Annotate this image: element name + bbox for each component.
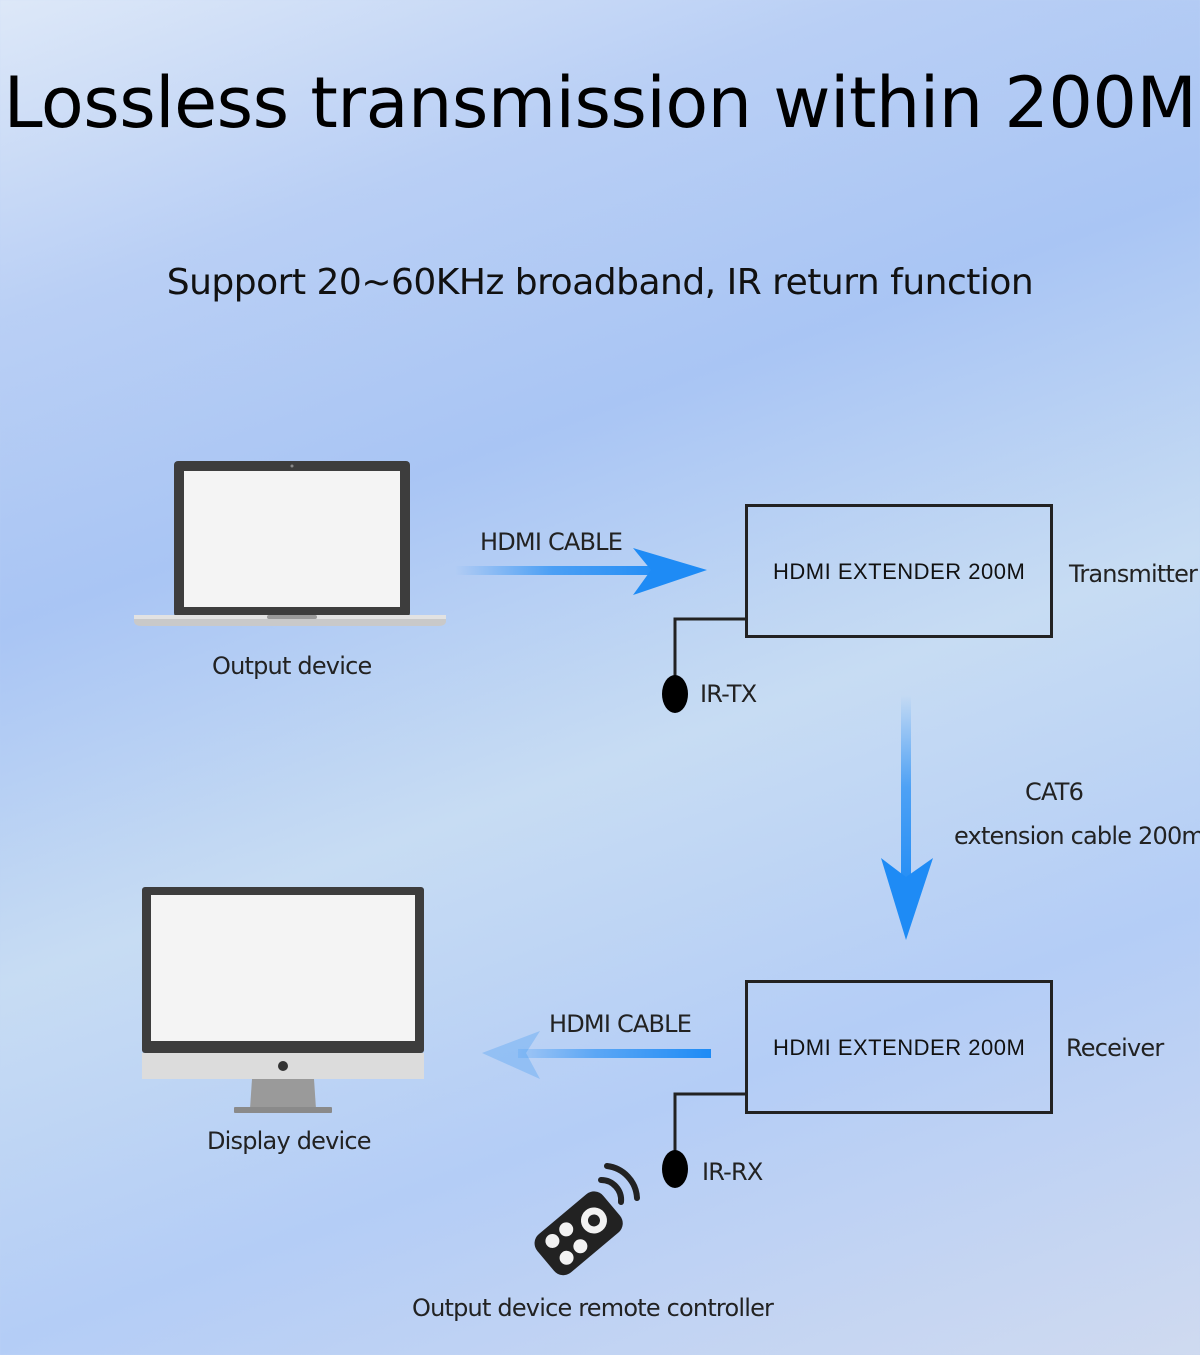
laptop-icon	[134, 461, 446, 626]
cat6-extension-label: extension cable 200m	[954, 822, 1200, 850]
cat6-cable-arrow-down	[881, 695, 933, 940]
page-title: Lossless transmission within 200M	[3, 62, 1197, 144]
ir-rx-label: IR-RX	[702, 1158, 763, 1186]
transmitter-role-label: Transmitter	[1069, 560, 1198, 588]
hdmi-cable-bottom-label: HDMI CABLE	[549, 1010, 692, 1038]
transmitter-box: HDMI EXTENDER 200M	[745, 504, 1053, 638]
hdmi-cable-arrow-right	[455, 548, 707, 595]
receiver-box: HDMI EXTENDER 200M	[745, 980, 1053, 1114]
page-subtitle: Support 20~60KHz broadband, IR return fu…	[166, 262, 1034, 303]
receiver-role-label: Receiver	[1066, 1034, 1164, 1062]
output-device-label: Output device	[212, 652, 372, 680]
ir-tx-label: IR-TX	[700, 680, 757, 708]
remote-controller-label: Output device remote controller	[412, 1294, 774, 1322]
receiver-box-text: HDMI EXTENDER 200M	[773, 1035, 1026, 1060]
remote-controller-icon	[534, 1163, 640, 1276]
hdmi-cable-arrow-left	[482, 1031, 711, 1079]
ir-tx-sensor-icon	[662, 617, 745, 713]
ir-rx-sensor-icon	[662, 1092, 745, 1188]
monitor-icon	[142, 887, 424, 1113]
transmitter-box-text: HDMI EXTENDER 200M	[773, 559, 1026, 584]
hdmi-cable-top-label: HDMI CABLE	[480, 528, 623, 556]
display-device-label: Display device	[207, 1127, 372, 1155]
cat6-label: CAT6	[1025, 778, 1084, 806]
